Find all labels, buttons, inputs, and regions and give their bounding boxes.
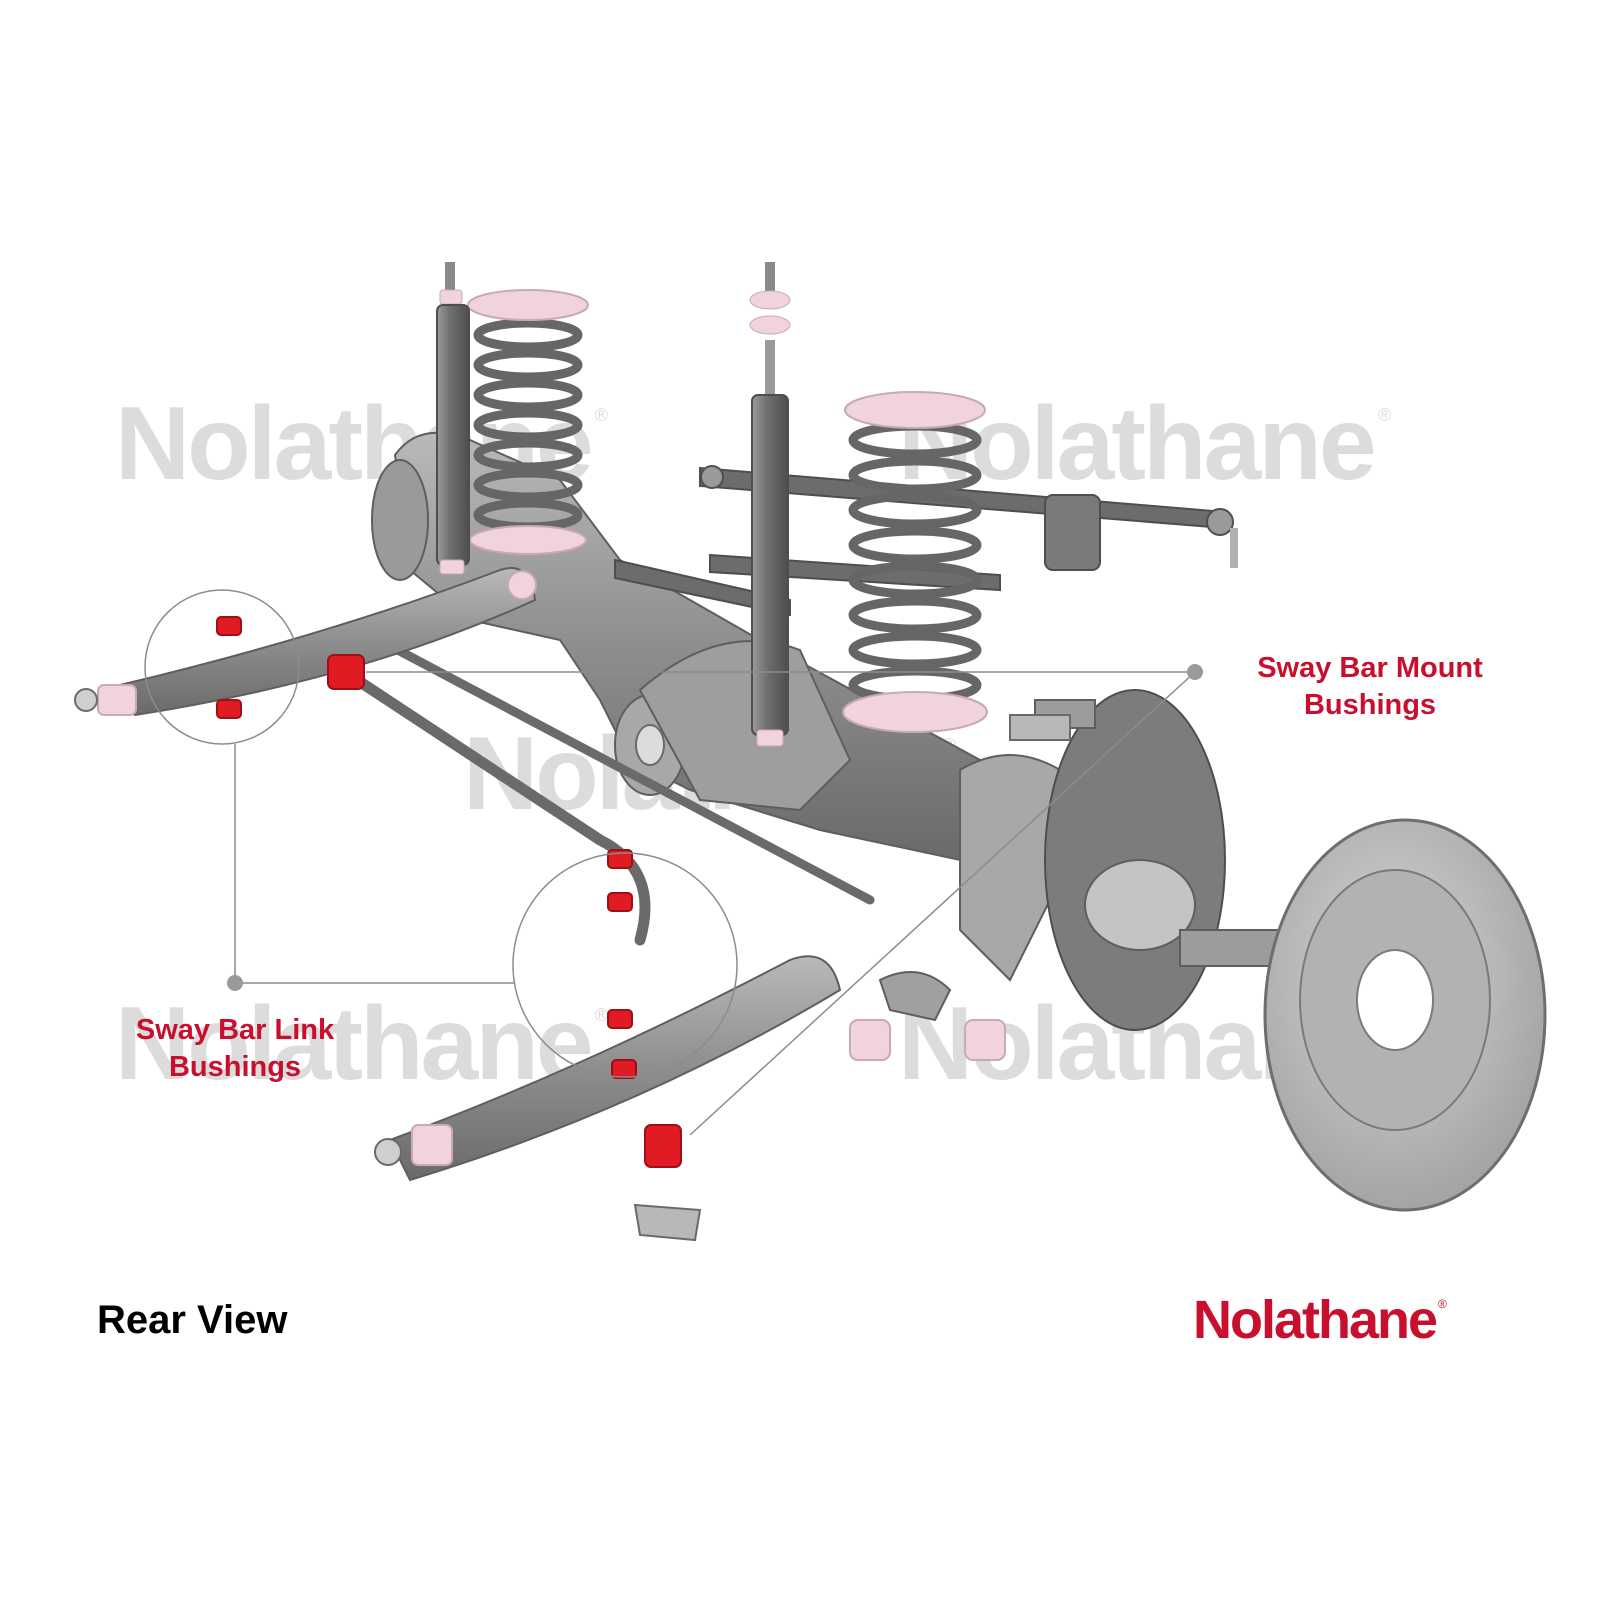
callout-guides: [144, 589, 1196, 1136]
spring-isolator-bottom-right: [842, 691, 988, 733]
callout-line: Sway Bar Mount: [1257, 652, 1483, 684]
callout-line: Bushings: [168, 1051, 302, 1083]
lower-control-arm-left: [74, 567, 537, 717]
coil-spring-right: [848, 421, 982, 704]
sway-bar-bracket: [633, 1203, 702, 1242]
callout-line: Bushings: [1303, 689, 1437, 721]
spring-isolator-top-left: [467, 289, 589, 321]
watermark: Nolathane®: [115, 986, 608, 1102]
sway-bar: [339, 625, 875, 946]
spring-isolator-top-right: [844, 391, 986, 429]
sway-bar-link-bushings: [216, 616, 637, 1079]
mount-plate: [1009, 714, 1071, 741]
spring-isolator-bottom-left: [469, 525, 587, 555]
sway-bar-mount-bushings: [327, 654, 682, 1168]
callout-sway-bar-link-bushings: Sway Bar Link Bushings: [110, 1012, 360, 1086]
brake-disc: [1263, 818, 1547, 1212]
view-label: Rear View: [97, 1298, 288, 1342]
brand-logo: Nolathane®: [1193, 1290, 1447, 1350]
callout-line: Sway Bar Link: [135, 1014, 335, 1046]
callout-dot-link: [227, 975, 243, 991]
shock-absorber-left: [436, 262, 470, 575]
callout-sway-bar-mount-bushings: Sway Bar Mount Bushings: [1245, 650, 1495, 724]
control-arm-bushing: [964, 1019, 1006, 1061]
shock-absorber-right: [749, 262, 791, 747]
control-arm-bushing: [849, 1019, 891, 1061]
coil-spring-left: [473, 318, 583, 532]
callout-dot-mount: [1187, 664, 1203, 680]
